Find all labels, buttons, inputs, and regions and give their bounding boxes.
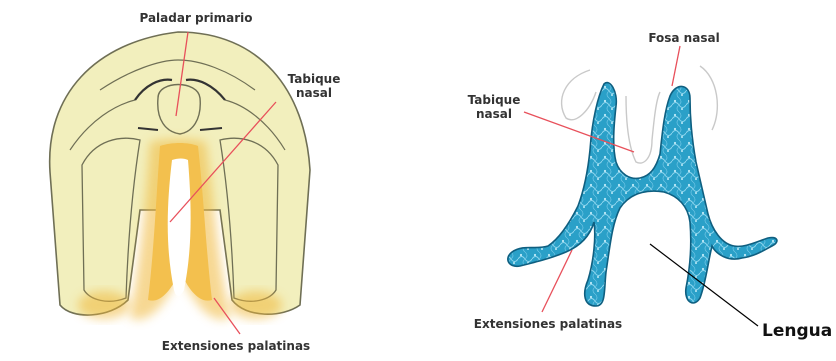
label-nasal-septum-right-line2: nasal — [476, 107, 512, 121]
label-tongue: Lengua — [762, 321, 832, 341]
pointer-nasal-fossa — [672, 46, 680, 86]
label-nasal-septum-right-line1: Tabique — [468, 93, 521, 107]
label-nasal-septum-left-line2: nasal — [296, 86, 332, 100]
right-panel-illustration — [508, 66, 777, 306]
label-nasal-fossa: Fosa nasal — [648, 31, 719, 45]
label-palatine-extensions-right: Extensiones palatinas — [474, 317, 622, 331]
ghost-septum-outline — [626, 92, 660, 163]
label-primary-palate: Paladar primario — [139, 11, 252, 25]
label-palatine-extensions-left: Extensiones palatinas — [162, 339, 310, 353]
ghost-outline-right — [700, 66, 717, 130]
palatal-tissue-shape — [508, 83, 777, 306]
left-panel-illustration — [50, 32, 310, 319]
label-nasal-septum-left-line1: Tabique — [288, 72, 341, 86]
ghost-outline-left — [562, 70, 596, 120]
